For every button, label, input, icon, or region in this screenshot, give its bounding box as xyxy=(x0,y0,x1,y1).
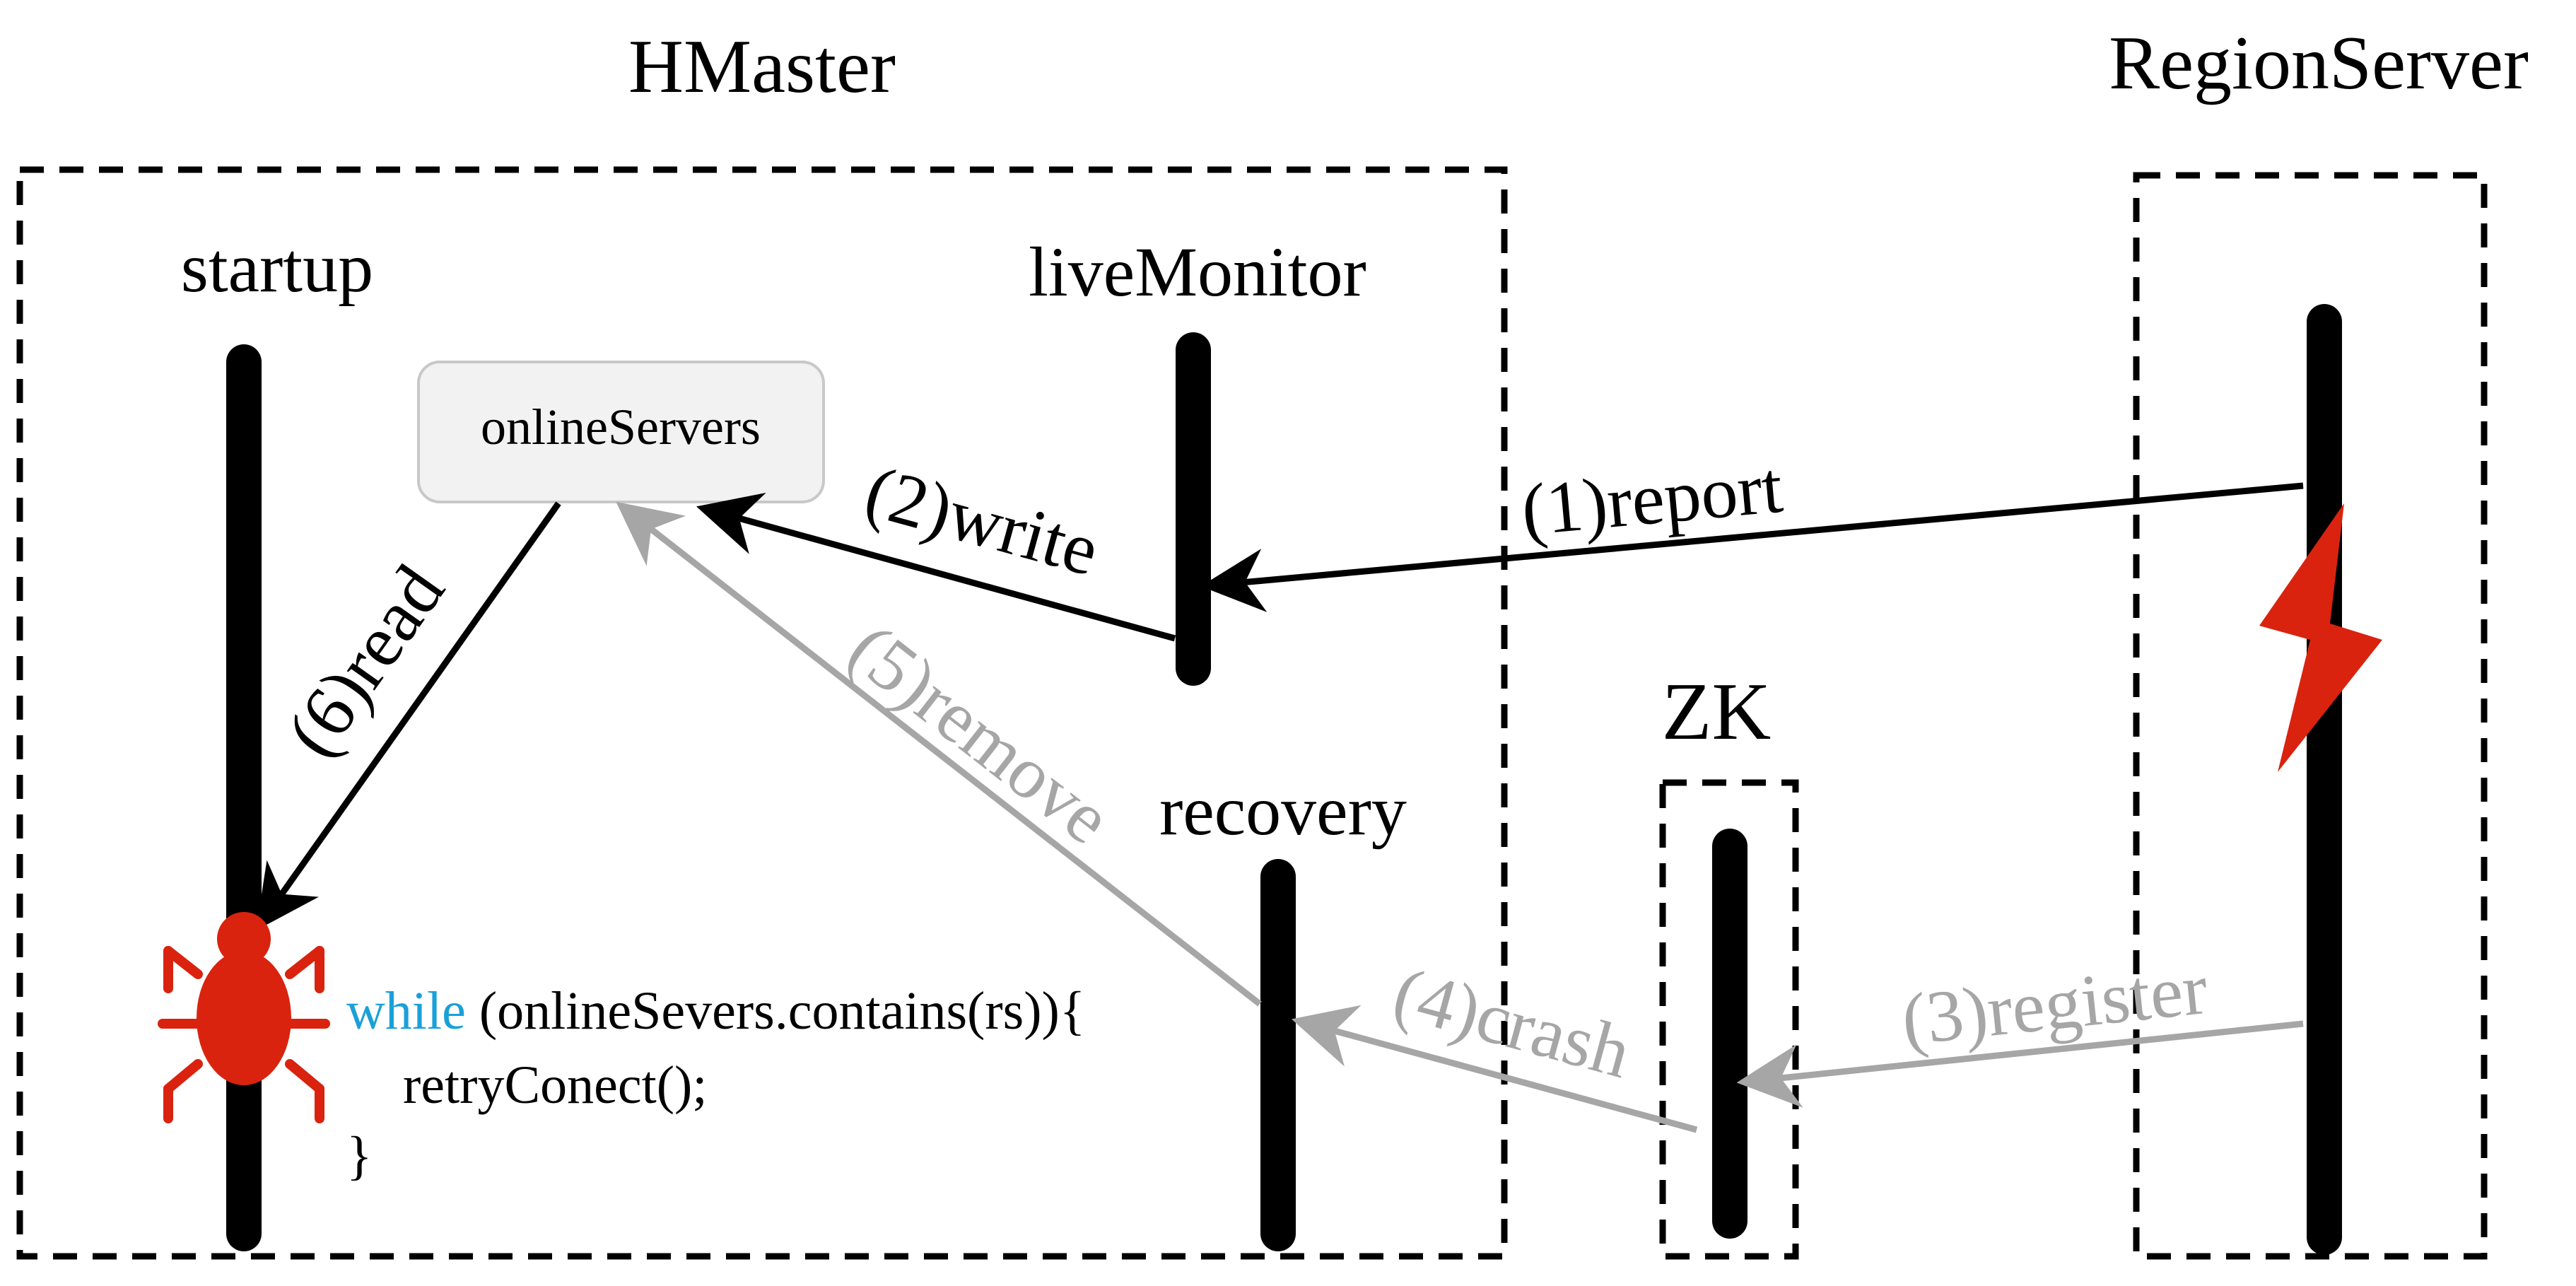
regionserver-title: RegionServer xyxy=(2109,21,2529,105)
lightning-bolt-icon xyxy=(2259,503,2382,772)
remove-label: (5)remove xyxy=(834,607,1125,860)
hmaster-boundary xyxy=(16,166,1508,1260)
bug-icon xyxy=(158,912,330,1123)
crash-label: (4)crash xyxy=(1386,952,1639,1094)
code-condition: (onlineSevers.contains(rs)){ xyxy=(466,981,1085,1041)
code-line-2: retryConect(); xyxy=(403,1056,707,1115)
report-arrow xyxy=(1200,482,2304,612)
code-line-3: } xyxy=(346,1126,372,1186)
zk-boundary xyxy=(1659,779,1799,1260)
recovery-label: recovery xyxy=(1159,771,1407,850)
register-label: (3)register xyxy=(1898,948,2211,1061)
write-arrow xyxy=(696,492,1176,642)
startup-label: startup xyxy=(181,228,373,307)
zk-title: ZK xyxy=(1662,667,1772,757)
remove-arrow xyxy=(616,501,1262,1007)
read-label: (6)read xyxy=(271,551,459,771)
register-arrow xyxy=(1736,1020,2304,1108)
online-servers-label: onlineServers xyxy=(481,399,761,455)
regionserver-boundary xyxy=(2133,172,2488,1260)
livemonitor-label: liveMonitor xyxy=(1029,233,1366,311)
code-line-1: while (onlineSevers.contains(rs)){ xyxy=(346,981,1085,1041)
write-label: (2)write xyxy=(857,450,1106,592)
read-arrow xyxy=(256,501,561,931)
crash-arrow xyxy=(1291,1005,1698,1133)
hmaster-title: HMaster xyxy=(628,25,896,109)
code-keyword: while xyxy=(346,981,466,1041)
